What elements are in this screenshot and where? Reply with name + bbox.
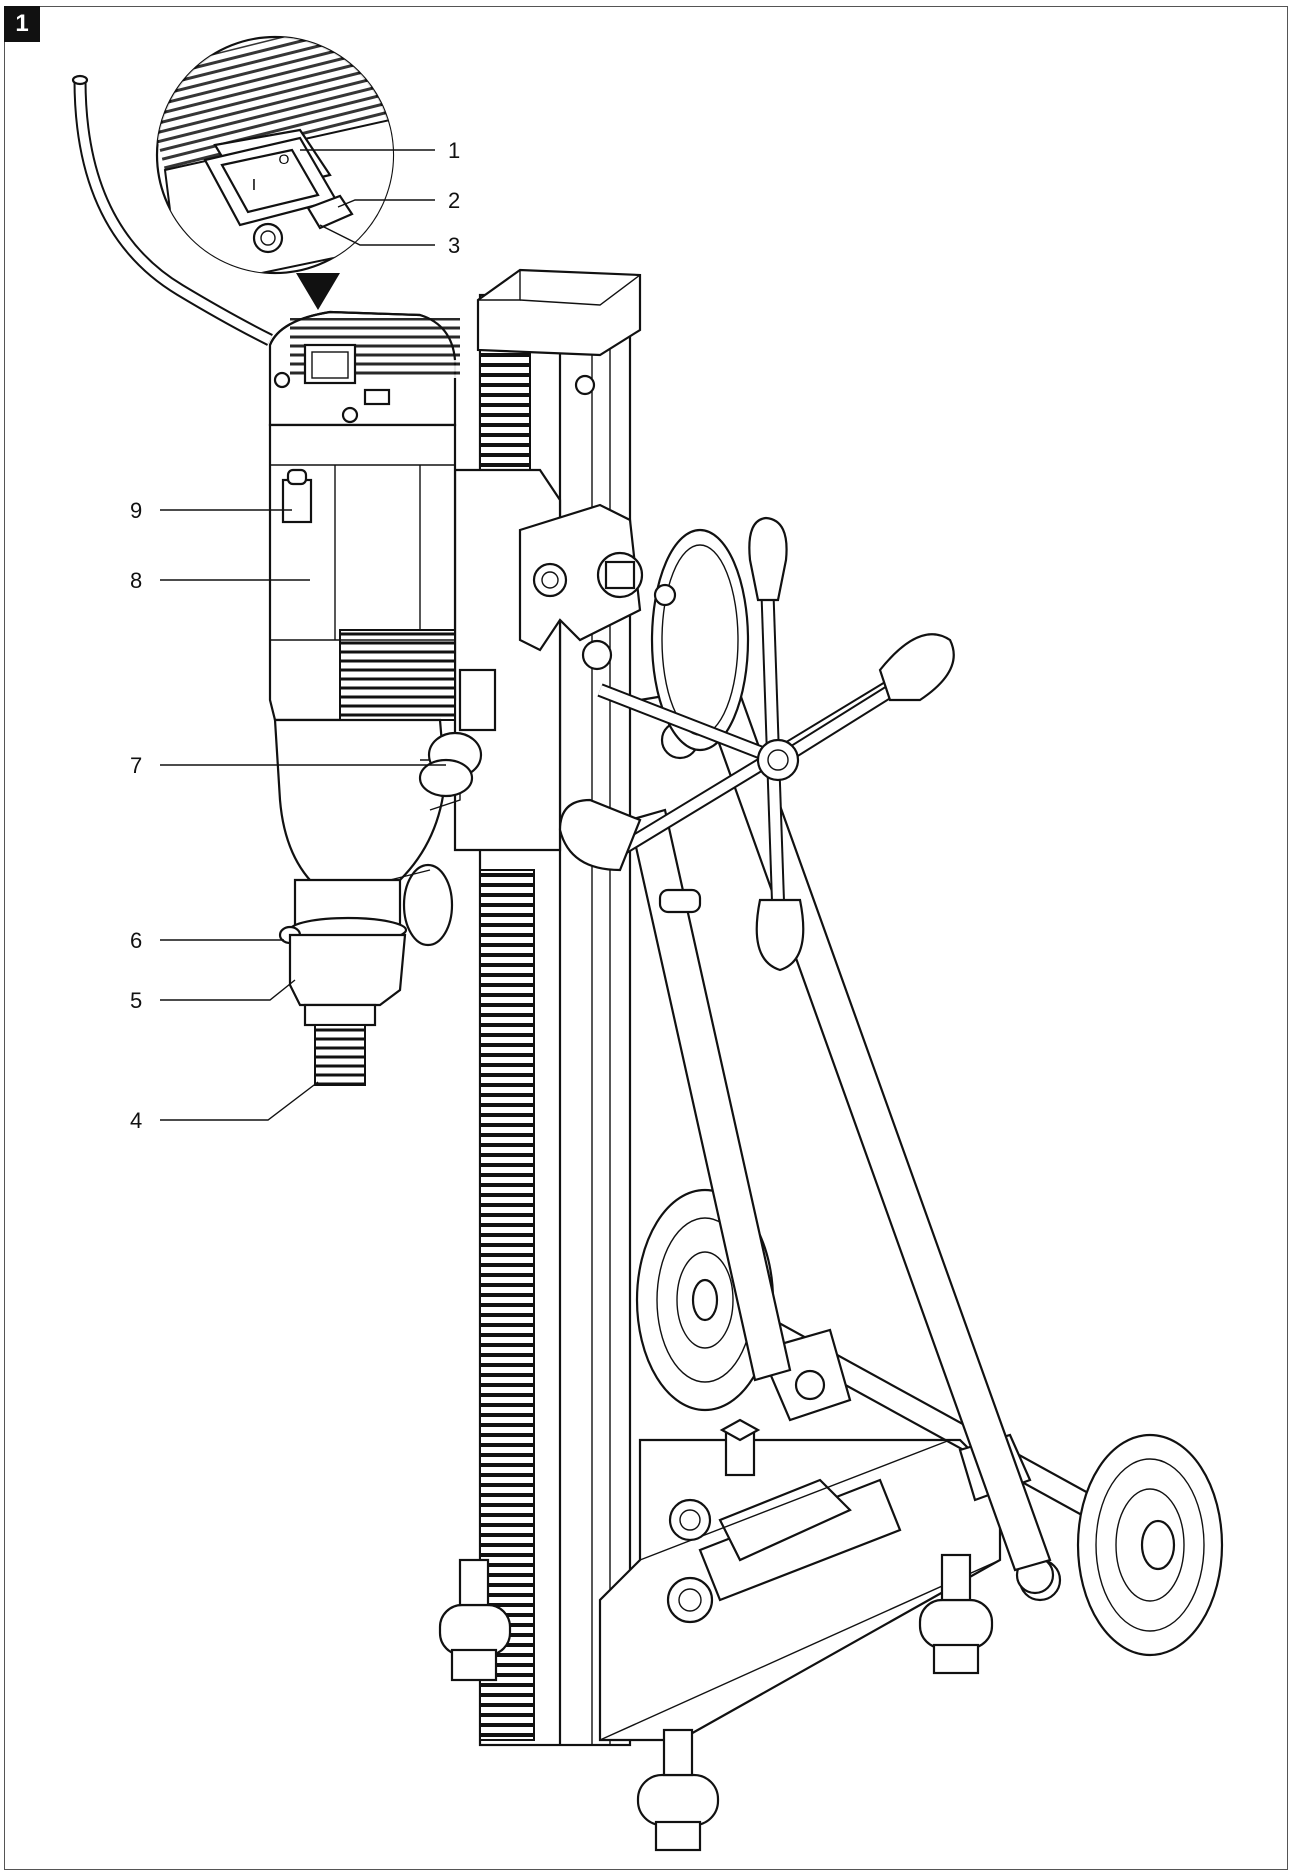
callout-numbers: 1 2 3 4 5 6 7 8 9 (130, 138, 460, 1133)
callout-1: 1 (448, 138, 460, 163)
lever-knob[interactable] (755, 898, 805, 972)
figure-number-badge: 1 (4, 6, 40, 42)
switch-off-symbol: O (279, 151, 290, 167)
lever-knob[interactable] (558, 798, 642, 872)
leveling-foot (719, 1418, 761, 1477)
callout-7: 7 (130, 753, 142, 778)
lever-knob[interactable] (878, 633, 955, 702)
switch-on-symbol: I (252, 177, 256, 194)
callout-leaders (160, 149, 446, 1121)
indicator-light (306, 194, 354, 230)
lever-knob[interactable] (748, 516, 788, 602)
switch-detail-magnifier: I O (155, 35, 395, 310)
leveling-foot (438, 1558, 512, 1682)
callout-9: 9 (130, 498, 142, 523)
callout-4: 4 (130, 1108, 142, 1133)
callout-8: 8 (130, 568, 142, 593)
leveling-foot (918, 1553, 994, 1675)
leveling-foot (636, 1728, 720, 1852)
drill-stand-base (438, 1418, 1062, 1852)
power-cable (71, 74, 273, 346)
wheel-right (1076, 1433, 1224, 1657)
callout-5: 5 (130, 988, 142, 1013)
feed-handwheel[interactable] (650, 528, 750, 752)
callout-6: 6 (130, 928, 142, 953)
magnifier-pointer (296, 273, 340, 310)
core-drill-motor (268, 310, 497, 1086)
callout-2: 2 (448, 188, 460, 213)
callout-3: 3 (448, 233, 460, 258)
feed-lever[interactable] (558, 516, 955, 972)
